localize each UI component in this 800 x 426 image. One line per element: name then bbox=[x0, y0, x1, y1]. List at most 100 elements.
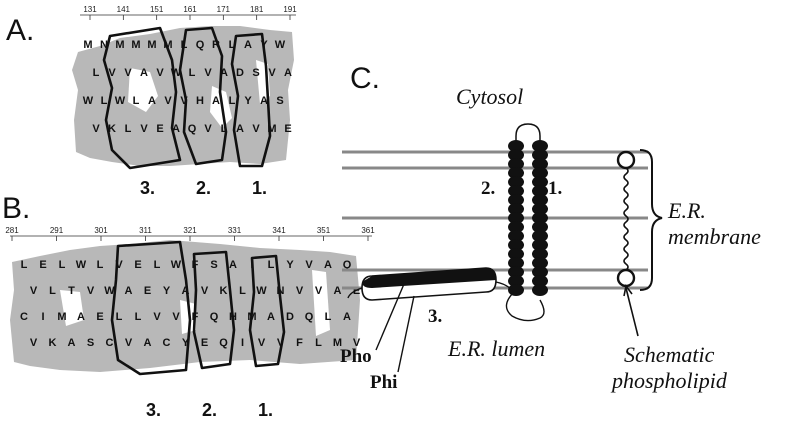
helix-1-turn bbox=[532, 158, 548, 170]
helix-2-turn bbox=[508, 203, 524, 215]
helix-1-turn bbox=[532, 176, 548, 188]
panel-a-residue: W bbox=[115, 95, 126, 107]
panel-b-residue: E bbox=[39, 259, 46, 271]
panel-a-residue: W bbox=[275, 39, 286, 51]
phospholipid-pointer-head bbox=[623, 284, 633, 297]
panel-b-residue: Q bbox=[210, 311, 219, 323]
helix-3-tail-left bbox=[347, 287, 363, 299]
helix-1-turn bbox=[532, 284, 548, 296]
panel-b-residue: S bbox=[210, 259, 217, 271]
helix-1-label: 1. bbox=[548, 178, 562, 199]
panel-b-residue: W bbox=[256, 285, 267, 297]
panel-b-residue: K bbox=[220, 285, 228, 297]
panel-a-residue: V bbox=[92, 123, 100, 135]
panel-a-tick-label: 181 bbox=[250, 5, 264, 14]
helix-1-turn bbox=[532, 230, 548, 242]
helix-1-turn bbox=[532, 194, 548, 206]
panel-b-residue: V bbox=[125, 337, 133, 349]
panel-b-residue: I bbox=[250, 259, 253, 271]
helix-2-turn bbox=[508, 257, 524, 269]
panel-b-residue: W bbox=[76, 259, 87, 271]
panel-a-residue: S bbox=[252, 67, 259, 79]
panel-b-letter: B. bbox=[2, 192, 30, 225]
helix-2-turn bbox=[508, 266, 524, 278]
panel-a-tick-label: 151 bbox=[150, 5, 164, 14]
panel-a-residue: Q bbox=[188, 123, 197, 135]
panel-b-residue: W bbox=[104, 285, 115, 297]
membrane-label-line2: membrane bbox=[668, 224, 761, 249]
panel-b-residue: A bbox=[68, 337, 76, 349]
panel-a-residue: M bbox=[163, 39, 172, 51]
panel-a-helix-1-outline bbox=[230, 32, 272, 168]
phi-pointer bbox=[397, 295, 415, 373]
panel-a-tick-label: 141 bbox=[117, 5, 131, 14]
helix-1-turn bbox=[532, 239, 548, 251]
panel-b-residue: E bbox=[201, 337, 208, 349]
panel-b-gap bbox=[60, 290, 84, 326]
panel-a-residue: L bbox=[221, 123, 228, 135]
panel-b-residue: T bbox=[68, 285, 75, 297]
panel-b-residue: A bbox=[334, 285, 342, 297]
panel-b-residue: L bbox=[268, 259, 275, 271]
panel-a-residue: Y bbox=[244, 95, 252, 107]
panel-a-residue: E bbox=[284, 123, 291, 135]
panel-b-residue: Y bbox=[182, 337, 190, 349]
panel-a-helix-3-label: 3. bbox=[140, 178, 155, 198]
panel-a-helix-2-outline bbox=[178, 26, 228, 166]
panel-a-residue: S bbox=[276, 95, 283, 107]
panel-b-residue: Y bbox=[163, 285, 171, 297]
panel-b-tick-label: 301 bbox=[94, 226, 108, 235]
membrane-label-line1: E.R. bbox=[667, 198, 706, 223]
helix-2-label: 2. bbox=[481, 178, 495, 199]
helix-2-turn bbox=[508, 194, 524, 206]
helix-1-turn bbox=[532, 167, 548, 179]
panel-b-helix-1-label: 1. bbox=[258, 400, 273, 420]
panel-a-residue: W bbox=[171, 67, 182, 79]
panel-a-residue: R bbox=[212, 39, 220, 51]
helix-2-turn bbox=[508, 149, 524, 161]
panel-a-residue: M bbox=[147, 39, 156, 51]
panel-a-residue: M bbox=[267, 123, 276, 135]
helix-2-turn bbox=[508, 221, 524, 233]
panel-a-residue: K bbox=[108, 123, 116, 135]
panel-b-residue: E bbox=[144, 285, 151, 297]
panel-b-residue: A bbox=[229, 259, 237, 271]
schematic-label-line1: Schematic bbox=[624, 342, 715, 367]
panel-b-tick-label: 281 bbox=[5, 226, 19, 235]
panel-c: C. Cytosol E.R. membrane 2. 1. 3. bbox=[340, 62, 761, 393]
panel-b-residue: Q bbox=[219, 337, 228, 349]
panel-a-residue: V bbox=[124, 67, 132, 79]
panel-b-tick-label: 321 bbox=[183, 226, 197, 235]
panel-b-residue: V bbox=[353, 337, 361, 349]
panel-a-residue: M bbox=[115, 39, 124, 51]
panel-b-residue: Q bbox=[343, 259, 352, 271]
panel-a-residue: Q bbox=[196, 39, 205, 51]
panel-b-residue: C bbox=[106, 337, 114, 349]
panel-a-residue: L bbox=[133, 95, 140, 107]
phospholipid-pointer bbox=[625, 287, 639, 337]
helix-2-turn bbox=[508, 176, 524, 188]
panel-a-residue: A bbox=[284, 67, 292, 79]
helix-hairpin-loop bbox=[515, 123, 541, 146]
panel-b-residue: F bbox=[192, 259, 199, 271]
panel-b-residue: V bbox=[305, 259, 313, 271]
panel-b-tick-label: 311 bbox=[139, 226, 152, 235]
panel-a-residue: V bbox=[180, 95, 188, 107]
panel-b-residue: Y bbox=[286, 259, 294, 271]
panel-a-residue: V bbox=[252, 123, 260, 135]
helix-2-turn bbox=[508, 239, 524, 251]
panel-a-tick-label: 191 bbox=[283, 5, 297, 14]
membrane-brace bbox=[639, 149, 663, 291]
panel-b-residue: L bbox=[59, 259, 66, 271]
panel-b-residue: A bbox=[125, 285, 133, 297]
panel-a-residue: A bbox=[172, 123, 180, 135]
panel-b-helix-3-outline bbox=[110, 240, 192, 376]
helix-1-turn bbox=[532, 185, 548, 197]
panel-b-residue: I bbox=[241, 337, 244, 349]
amphipathic-helix-3 bbox=[347, 267, 513, 301]
helix-2-turn bbox=[508, 140, 524, 152]
panel-b-gap bbox=[312, 270, 330, 336]
panel-a-residue: L bbox=[125, 123, 132, 135]
cytosol-label: Cytosol bbox=[456, 84, 523, 109]
panel-a-residue: H bbox=[196, 95, 204, 107]
